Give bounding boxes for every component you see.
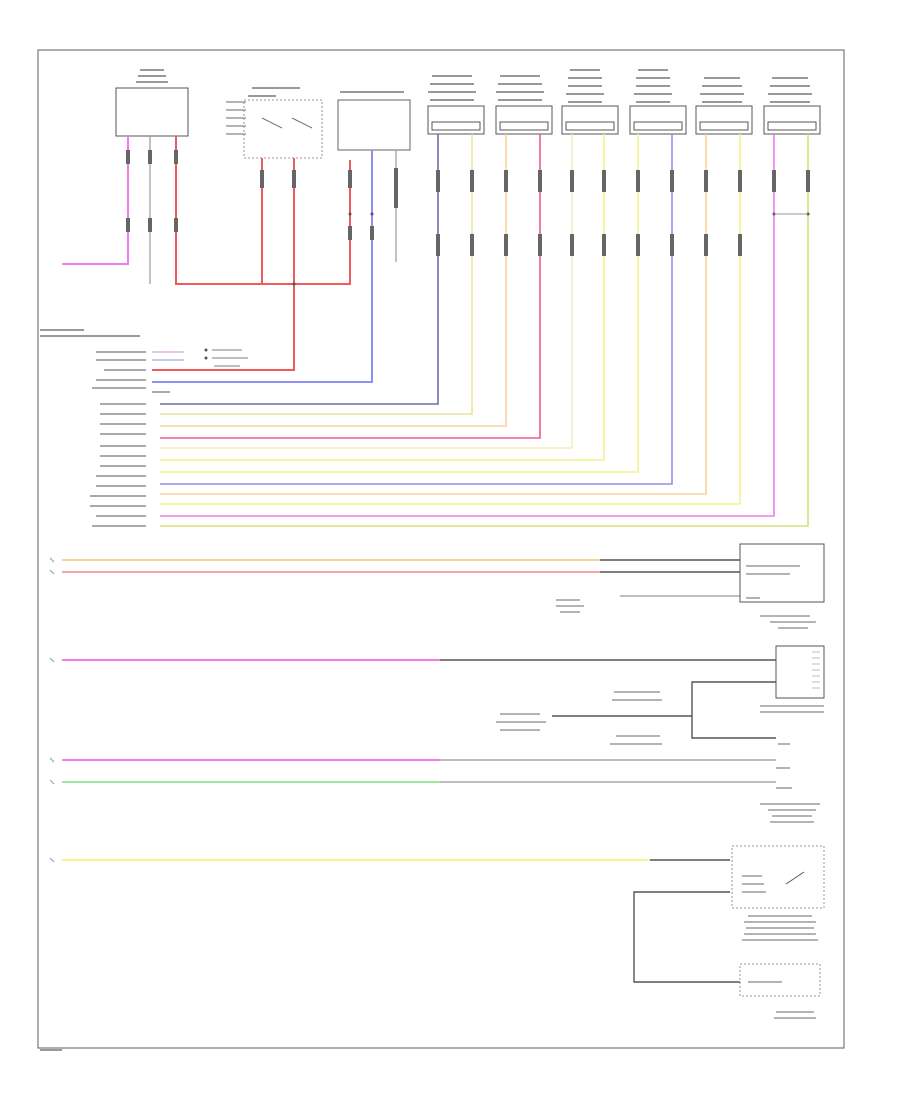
component-ground — [739, 963, 821, 997]
component-actuator-4 — [629, 69, 687, 135]
wire-act4-a — [160, 134, 639, 473]
component-switch — [243, 99, 323, 159]
top-wires — [62, 134, 810, 527]
wire-act3-b — [160, 134, 605, 461]
wire-blue-mid — [160, 150, 373, 383]
wire-act6-b — [160, 134, 809, 527]
middle-wires — [49, 543, 825, 1019]
wire-act6-a — [160, 134, 775, 517]
wire-act5-b — [160, 134, 741, 505]
component-module-right — [775, 645, 825, 699]
component-switch-lower — [731, 845, 825, 909]
component-front-module-text — [136, 69, 168, 83]
wire-act1-b — [160, 134, 473, 415]
wire-red-main — [160, 158, 295, 371]
diagram-frame — [37, 49, 845, 1049]
component-actuator-5 — [695, 77, 753, 135]
wire-act3-a — [160, 134, 573, 449]
component-actuator-1 — [427, 75, 485, 135]
connector-list — [40, 329, 248, 527]
wire-pink-left — [62, 136, 129, 265]
component-front-module — [115, 87, 189, 137]
component-sensor-1 — [739, 543, 825, 603]
component-actuator-6 — [763, 77, 821, 135]
component-switch-text — [226, 87, 313, 135]
component-mid-module — [337, 99, 411, 151]
wire-act4-b — [160, 134, 673, 485]
top-components — [115, 69, 821, 159]
wire-act5-a — [160, 134, 707, 495]
wire-act1-a — [160, 134, 439, 405]
component-actuator-2 — [495, 75, 553, 135]
component-actuator-3 — [561, 69, 619, 135]
wire-act2-a — [160, 134, 507, 427]
